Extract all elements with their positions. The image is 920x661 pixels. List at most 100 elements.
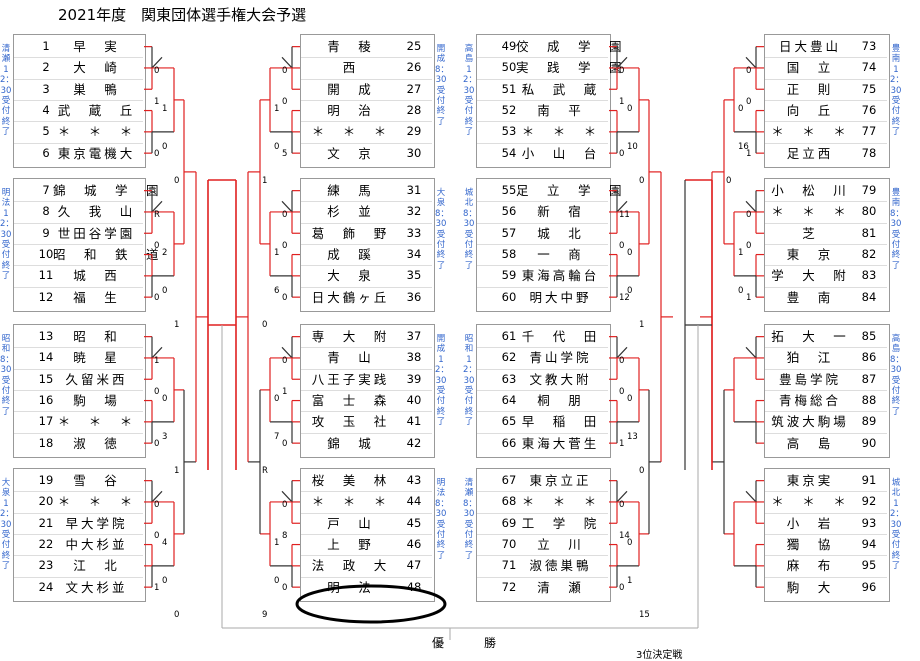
row-divider bbox=[14, 533, 143, 535]
team-name: 私 武 蔵 bbox=[521, 81, 600, 97]
team-number: 25 bbox=[406, 39, 422, 53]
row-divider bbox=[477, 121, 608, 123]
row-divider bbox=[14, 78, 143, 80]
match-score: 11 bbox=[619, 210, 630, 221]
row-divider bbox=[477, 432, 608, 434]
team-name: 開 成 bbox=[327, 81, 374, 97]
match-score: 2 bbox=[162, 248, 168, 258]
team-name: 足立西 bbox=[786, 145, 834, 161]
row-divider bbox=[14, 576, 143, 578]
team-name: 昭 和 鉄 道 bbox=[53, 246, 162, 262]
team-number: 80 bbox=[861, 204, 877, 219]
team-number: 19 bbox=[38, 473, 54, 487]
team-name: 麻 布 bbox=[786, 558, 834, 574]
bracket-line bbox=[745, 346, 757, 359]
row-divider bbox=[765, 265, 887, 267]
bracket-line bbox=[616, 200, 628, 213]
team-name: 日大豊山 bbox=[778, 39, 841, 54]
match-score: 1 bbox=[274, 538, 280, 548]
row-divider bbox=[14, 491, 143, 493]
team-block bbox=[764, 324, 890, 458]
team-name: 錦 城 bbox=[327, 435, 374, 451]
team-number: 68 bbox=[501, 494, 517, 509]
row-divider bbox=[765, 201, 887, 203]
team-number: 34 bbox=[406, 246, 422, 261]
row-divider bbox=[765, 411, 887, 413]
row-divider bbox=[477, 57, 608, 59]
match-score: 0 bbox=[274, 394, 280, 404]
match-score: 0 bbox=[154, 386, 160, 397]
match-score: 3 bbox=[162, 431, 168, 442]
team-name: 錦 城 学 園 bbox=[53, 183, 162, 198]
row-divider bbox=[477, 533, 608, 535]
team-name: 昭 和 bbox=[73, 329, 120, 344]
team-name: 新 宿 bbox=[537, 204, 584, 220]
team-name: 杉 並 bbox=[327, 204, 374, 220]
team-number: 61 bbox=[501, 329, 517, 343]
team-number: 86 bbox=[861, 350, 877, 365]
team-number: 28 bbox=[406, 102, 422, 117]
row-divider bbox=[14, 286, 143, 288]
row-divider bbox=[477, 201, 608, 203]
bracket-line bbox=[151, 346, 163, 359]
match-score: 0 bbox=[746, 66, 752, 77]
row-divider bbox=[301, 555, 432, 557]
team-name: 武 蔵 丘 bbox=[57, 102, 136, 118]
team-name: 日大鶴ヶ丘 bbox=[311, 289, 390, 305]
team-name: 明 治 bbox=[327, 102, 374, 118]
team-name: 西 bbox=[342, 60, 359, 76]
team-block bbox=[300, 178, 435, 312]
team-number: 54 bbox=[501, 145, 517, 160]
match-score: 0 bbox=[639, 466, 645, 476]
team-number: 2 bbox=[42, 60, 50, 75]
team-name: 久留米西 bbox=[65, 371, 128, 387]
team-number: 38 bbox=[406, 350, 422, 365]
team-number: 14 bbox=[38, 350, 54, 365]
row-divider bbox=[14, 201, 143, 203]
bracket-line bbox=[151, 200, 163, 213]
match-score: 0 bbox=[154, 66, 160, 77]
team-number: 78 bbox=[861, 145, 877, 160]
team-name: 江 北 bbox=[73, 558, 120, 574]
team-name: ＊ ＊ ＊ bbox=[57, 124, 136, 140]
team-number: 41 bbox=[406, 414, 422, 429]
match-score: 0 bbox=[154, 240, 160, 251]
match-score: 1 bbox=[619, 96, 625, 107]
row-divider bbox=[765, 555, 887, 557]
team-number: 31 bbox=[406, 183, 422, 197]
team-number: 5 bbox=[42, 124, 50, 139]
match-score: 1 bbox=[274, 248, 280, 258]
match-score: 0 bbox=[162, 575, 168, 586]
row-divider bbox=[477, 243, 608, 245]
team-number: 20 bbox=[38, 494, 54, 509]
team-name: 学 大 附 bbox=[771, 268, 849, 284]
team-name: 大 崎 bbox=[73, 60, 120, 76]
team-number: 94 bbox=[861, 536, 877, 551]
match-score: 1 bbox=[282, 386, 288, 397]
row-divider bbox=[477, 555, 608, 557]
match-score: 0 bbox=[627, 394, 633, 404]
team-name: 一 商 bbox=[537, 246, 584, 262]
page-title: 2021年度 関東団体選手権大会予選 bbox=[58, 6, 307, 24]
row-divider bbox=[477, 512, 608, 514]
team-name: 雪 谷 bbox=[73, 473, 120, 488]
team-number: 77 bbox=[861, 124, 877, 139]
team-number: 44 bbox=[406, 494, 422, 509]
team-number: 69 bbox=[501, 515, 517, 530]
team-number: 96 bbox=[861, 579, 877, 594]
match-score: 5 bbox=[282, 149, 288, 159]
team-name: 国 立 bbox=[786, 60, 834, 76]
row-divider bbox=[477, 286, 608, 288]
row-divider bbox=[765, 286, 887, 288]
team-name: 城 西 bbox=[73, 268, 120, 284]
team-number: 59 bbox=[501, 268, 517, 283]
team-number: 93 bbox=[861, 515, 877, 530]
match-score: 0 bbox=[174, 176, 180, 186]
team-number: 83 bbox=[861, 268, 877, 283]
row-divider bbox=[14, 368, 143, 370]
row-divider bbox=[14, 555, 143, 557]
team-name: 久 我 山 bbox=[57, 204, 136, 220]
team-name: 東海大菅生 bbox=[521, 435, 600, 451]
team-name: 青梅総合 bbox=[778, 392, 841, 408]
